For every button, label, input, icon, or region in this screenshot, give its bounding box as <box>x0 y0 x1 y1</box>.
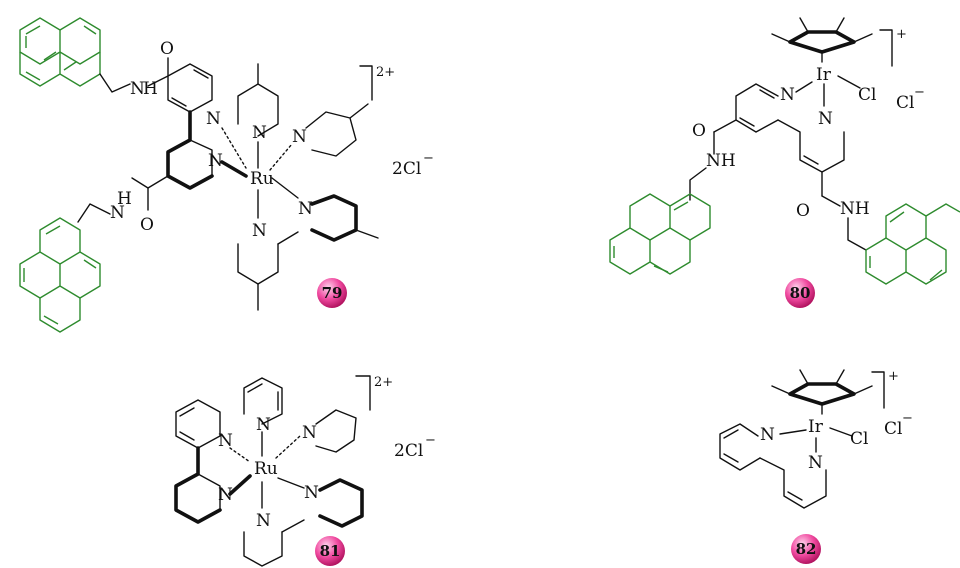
py-n-bottom-81: N <box>256 511 271 531</box>
label-79: 79 <box>322 284 343 302</box>
bpy-n-upper-81: N <box>218 431 233 451</box>
amide-h-upper-79: H <box>143 79 158 99</box>
bpy-n-left-82: N <box>760 425 775 445</box>
counterion-80: Cl <box>896 93 914 113</box>
ruthenium-center-79: Ru <box>250 169 274 189</box>
py-n-top-81: N <box>256 415 271 435</box>
bpy-n-right-80: N <box>818 109 833 129</box>
badge-81: 81 <box>315 536 345 566</box>
py-n-right-79: N <box>292 127 307 147</box>
badge-79: 79 <box>317 278 347 308</box>
compound-82: Ir Cl + Cl − N N 82 <box>719 369 913 564</box>
bpy-n-lower-81: N <box>218 485 233 505</box>
counterion-79: 2Cl <box>392 159 421 179</box>
charge-80: + <box>896 27 907 42</box>
amide-nh-right-80: NH <box>840 199 870 219</box>
pyrene-lower <box>19 217 101 333</box>
chloride-ligand-82: Cl <box>850 429 868 449</box>
charge-81: 2+ <box>374 375 393 390</box>
bpy-n-right-81: N <box>304 483 319 503</box>
py-n-right-81: N <box>302 423 317 443</box>
compound-79: N H O N N N H O Ru N <box>19 17 434 333</box>
bpy-n-lower-79: N <box>208 151 223 171</box>
label-82: 82 <box>796 540 817 558</box>
ruthenium-center-81: Ru <box>254 459 278 479</box>
bpy-n-right-82: N <box>808 453 823 473</box>
amide-h-lower-79: H <box>117 189 132 209</box>
bpy-n-left-80: N <box>780 85 795 105</box>
compound-80: Ir Cl + Cl − N O NH N O NH <box>609 17 960 308</box>
amide-n-upper-79: N <box>130 79 145 99</box>
charge-82: + <box>888 369 899 384</box>
counterion-sign-80: − <box>914 85 925 100</box>
label-81: 81 <box>320 542 341 560</box>
amide-nh-left-80: NH <box>706 151 736 171</box>
badge-82: 82 <box>791 534 821 564</box>
bpy-n-upper-79: N <box>206 109 221 129</box>
counterion-sign-81: − <box>425 433 436 448</box>
amide-o-left-80: O <box>692 121 706 141</box>
bpy-n-right-79: N <box>298 199 313 219</box>
counterion-sign-79: − <box>423 151 434 166</box>
pyrene-left-80 <box>609 193 711 275</box>
iridium-center-80: Ir <box>816 65 832 85</box>
pyrene-upper <box>19 17 101 87</box>
counterion-sign-82: − <box>902 411 913 426</box>
amide-o-lower-79: O <box>140 215 154 235</box>
label-80: 80 <box>790 284 811 302</box>
charge-79: 2+ <box>376 65 395 80</box>
amide-o-right-80: O <box>796 201 810 221</box>
counterion-81: 2Cl <box>394 441 423 461</box>
pyrene-right-80 <box>865 203 960 285</box>
iridium-center-82: Ir <box>808 417 824 437</box>
compound-81: Ru N N N N N N 2+ 2Cl − 81 <box>174 375 436 567</box>
amide-n-lower-79: N <box>110 203 125 223</box>
badge-80: 80 <box>785 278 815 308</box>
counterion-82: Cl <box>884 419 902 439</box>
chloride-ligand-80: Cl <box>858 85 876 105</box>
amide-o-upper-79: O <box>160 39 174 59</box>
py-n-bottom-79: N <box>252 221 267 241</box>
py-n-top-79: N <box>252 123 267 143</box>
